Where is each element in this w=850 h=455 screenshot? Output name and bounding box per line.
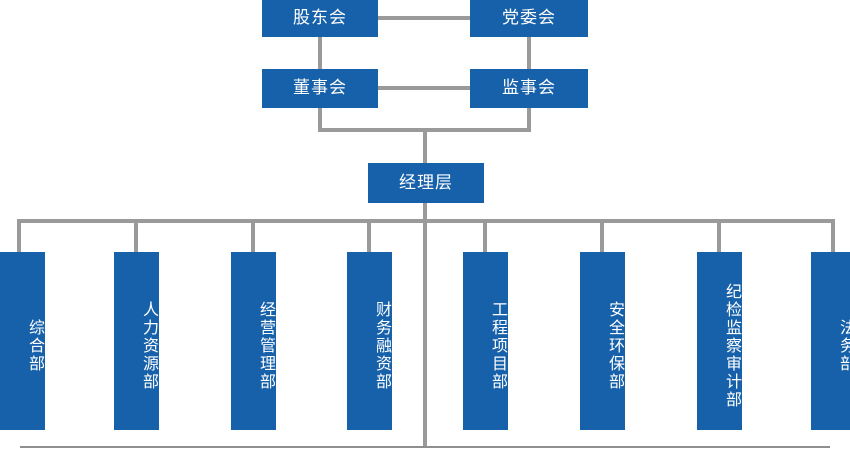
node-department-8[interactable]: 法务部 — [811, 252, 850, 430]
node-label: 监事会 — [502, 78, 556, 99]
connector-directors-down — [318, 108, 322, 132]
node-label: 董事会 — [293, 78, 347, 99]
node-label: 党委会 — [502, 8, 556, 29]
connector-drop-dept-1 — [17, 219, 21, 254]
node-board-of-directors[interactable]: 董事会 — [262, 69, 378, 108]
connector-shareholders-to-party — [378, 16, 470, 20]
connector-drop-dept-5 — [483, 219, 487, 254]
node-label: 综合部 — [26, 319, 45, 373]
connector-drop-dept-6 — [600, 219, 604, 254]
node-label: 股东会 — [293, 8, 347, 29]
connector-department-bus — [17, 219, 835, 223]
connector-drop-dept-4 — [367, 219, 371, 254]
node-department-6[interactable]: 安全环保部 — [580, 252, 625, 430]
connector-supervisors-down — [527, 108, 531, 132]
connector-drop-dept-8 — [831, 219, 835, 254]
node-label: 经理层 — [399, 172, 453, 193]
connector-drop-dept-7 — [717, 219, 721, 254]
node-label: 财务融资部 — [373, 301, 392, 391]
node-department-3[interactable]: 经营管理部 — [231, 252, 276, 430]
node-department-1[interactable]: 综合部 — [0, 252, 45, 430]
connector-drop-dept-2 — [134, 219, 138, 254]
node-party-committee[interactable]: 党委会 — [470, 0, 588, 37]
connector-directors-to-supervisors — [378, 86, 470, 90]
node-label: 人力资源部 — [140, 301, 159, 391]
node-label: 法务部 — [837, 319, 850, 373]
node-label: 经营管理部 — [257, 301, 276, 391]
node-department-5[interactable]: 工程项目部 — [463, 252, 508, 430]
node-management-layer[interactable]: 经理层 — [368, 163, 484, 203]
connector-central-spine — [423, 203, 427, 448]
node-shareholders-meeting[interactable]: 股东会 — [262, 0, 378, 37]
node-label: 安全环保部 — [606, 301, 625, 391]
node-department-4[interactable]: 财务融资部 — [347, 252, 392, 430]
node-label: 纪检监察审计部 — [723, 283, 742, 409]
connector-party-down — [527, 37, 531, 69]
connector-to-management — [423, 128, 427, 164]
connector-drop-dept-3 — [251, 219, 255, 254]
node-department-7[interactable]: 纪检监察审计部 — [697, 252, 742, 430]
node-department-2[interactable]: 人力资源部 — [114, 252, 159, 430]
connector-shareholders-down — [318, 37, 322, 69]
node-board-of-supervisors[interactable]: 监事会 — [470, 69, 588, 108]
base-rule — [20, 446, 830, 448]
node-label: 工程项目部 — [489, 301, 508, 391]
